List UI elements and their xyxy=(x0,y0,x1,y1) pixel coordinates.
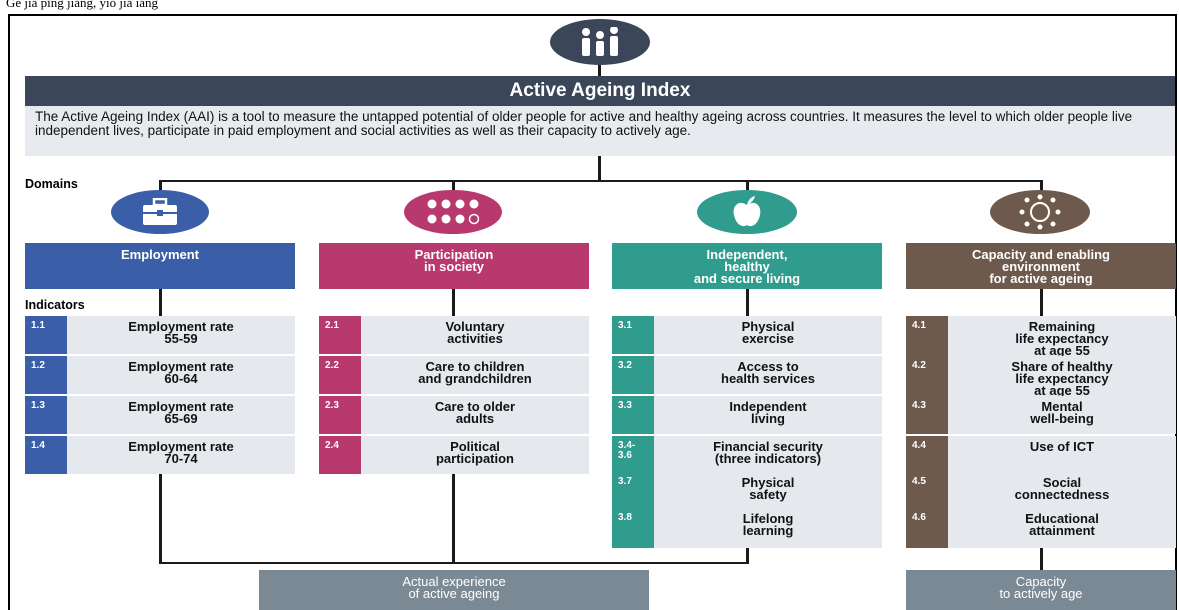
indicator-number: 4.3 xyxy=(906,396,948,434)
connector-line xyxy=(159,180,1042,182)
indicator-1-4: 1.4 Employment rate 70-74 xyxy=(25,436,295,474)
indicator-label: Employment rate 70-74 xyxy=(128,439,234,466)
indicator-label: Remaining life expectancy at age 55 xyxy=(1015,319,1109,358)
indicator-1-3: 1.3 Employment rate 65-69 xyxy=(25,396,295,434)
indicator-number: 3.2 xyxy=(612,356,654,394)
indicator-label: Access to health services xyxy=(721,359,815,386)
indicator-number: 1.4 xyxy=(25,436,67,474)
indicator-label: Physical safety xyxy=(741,475,795,502)
connector-line xyxy=(598,155,601,181)
connector-line xyxy=(452,474,455,564)
domain-participation: Participation in society xyxy=(319,243,589,289)
indicator-number: 4.4 xyxy=(906,436,948,472)
indicator-number: 4.2 xyxy=(906,356,948,396)
indicator-label: Independent living xyxy=(729,399,807,426)
indicator-label: Share of healthy life expectancy at age … xyxy=(1011,359,1113,398)
indicator-number: 2.3 xyxy=(319,396,361,434)
indicator-number: 3.4- 3.6 xyxy=(612,436,654,474)
indicator-number: 1.2 xyxy=(25,356,67,394)
indicator-number: 3.1 xyxy=(612,316,654,354)
indicator-label: Employment rate 55-59 xyxy=(128,319,234,346)
indicator-1-2: 1.2 Employment rate 60-64 xyxy=(25,356,295,394)
connector-line xyxy=(598,58,601,78)
indicator-1-1: 1.1 Employment rate 55-59 xyxy=(25,316,295,354)
indicator-3-3: 3.3 Independent living xyxy=(612,396,882,434)
header-text-fragment: Ge jiǎ pīng jiǎng, yiǒ jiǎ iǎng xyxy=(6,0,158,10)
indicator-number: 3.3 xyxy=(612,396,654,434)
indicator-number: 4.5 xyxy=(906,472,948,508)
indicator-label: Care to older adults xyxy=(434,399,516,426)
indicator-3-7: 3.7 Physical safety xyxy=(612,472,882,510)
indicator-number: 3.8 xyxy=(612,508,654,548)
indicator-number: 2.4 xyxy=(319,436,361,474)
indicator-label: Voluntary activities xyxy=(445,319,505,346)
indicator-2-3: 2.3 Care to older adults xyxy=(319,396,589,434)
indicator-number: 2.2 xyxy=(319,356,361,394)
indicator-4-1: 4.1 Remaining life expectancy at age 55 xyxy=(906,316,1176,358)
indicator-label: Care to children and grandchildren xyxy=(418,359,532,386)
indicator-2-2: 2.2 Care to children and grandchildren xyxy=(319,356,589,394)
indicator-number: 3.7 xyxy=(612,472,654,510)
connector-line xyxy=(452,288,455,318)
outcome-actual-experience: Actual experience of active ageing xyxy=(259,570,649,610)
indicator-2-4: 2.4 Political participation xyxy=(319,436,589,474)
indicator-3-1: 3.1 Physical exercise xyxy=(612,316,882,354)
people-chart-icon xyxy=(550,19,650,65)
connector-line xyxy=(746,548,749,564)
indicator-label: Political participation xyxy=(435,439,514,466)
connector-line xyxy=(1040,288,1043,318)
indicator-label: Use of ICT xyxy=(1029,439,1095,454)
indicator-label: Lifelong learning xyxy=(742,511,794,538)
indicator-number: 1.3 xyxy=(25,396,67,434)
indicator-number: 1.1 xyxy=(25,316,67,354)
indicators-label: Indicators xyxy=(25,298,89,312)
indicator-label: Mental well-being xyxy=(1030,399,1094,426)
title-bar: Active Ageing Index xyxy=(25,76,1175,106)
figure-frame xyxy=(8,14,1177,610)
dots-grid-icon xyxy=(404,190,502,234)
domain-employment: Employment xyxy=(25,243,295,289)
indicator-3-8: 3.8 Lifelong learning xyxy=(612,508,882,548)
indicator-number: 4.1 xyxy=(906,316,948,356)
indicator-3-2: 3.2 Access to health services xyxy=(612,356,882,394)
connector-line xyxy=(1040,548,1043,570)
connector-line xyxy=(159,562,749,564)
indicator-4-3: 4.3 Mental well-being xyxy=(906,396,1176,434)
outcome-capacity-to-age: Capacity to actively age xyxy=(906,570,1176,610)
indicator-label: Financial security (three indicators) xyxy=(713,439,823,466)
briefcase-icon xyxy=(111,190,209,234)
indicator-4-2: 4.2 Share of healthy life expectancy at a… xyxy=(906,356,1176,398)
description-box: The Active Ageing Index (AAI) is a tool … xyxy=(25,106,1175,156)
sun-icon xyxy=(990,190,1090,234)
domains-label: Domains xyxy=(25,177,82,191)
indicator-2-1: 2.1 Voluntary activities xyxy=(319,316,589,354)
indicator-label: Social connectedness xyxy=(1014,475,1110,502)
indicator-label: Educational attainment xyxy=(1025,511,1099,538)
connector-line xyxy=(159,288,162,318)
indicator-number: 4.6 xyxy=(906,508,948,548)
indicator-number: 2.1 xyxy=(319,316,361,354)
apple-icon xyxy=(697,190,797,234)
indicator-4-5: 4.5 Social connectedness xyxy=(906,472,1176,508)
indicator-label: Physical exercise xyxy=(741,319,795,346)
indicator-4-6: 4.6 Educational attainment xyxy=(906,508,1176,548)
indicator-3-4-3-6: 3.4- 3.6 Financial security (three indica… xyxy=(612,436,882,474)
connector-line xyxy=(159,474,162,564)
indicator-4-4: 4.4 Use of ICT xyxy=(906,436,1176,472)
indicator-label: Employment rate 60-64 xyxy=(128,359,234,386)
indicator-label: Employment rate 65-69 xyxy=(128,399,234,426)
connector-line xyxy=(746,288,749,318)
domain-capacity: Capacity and enabling environment for ac… xyxy=(906,243,1176,289)
domain-independent-living: Independent, healthy and secure living xyxy=(612,243,882,289)
